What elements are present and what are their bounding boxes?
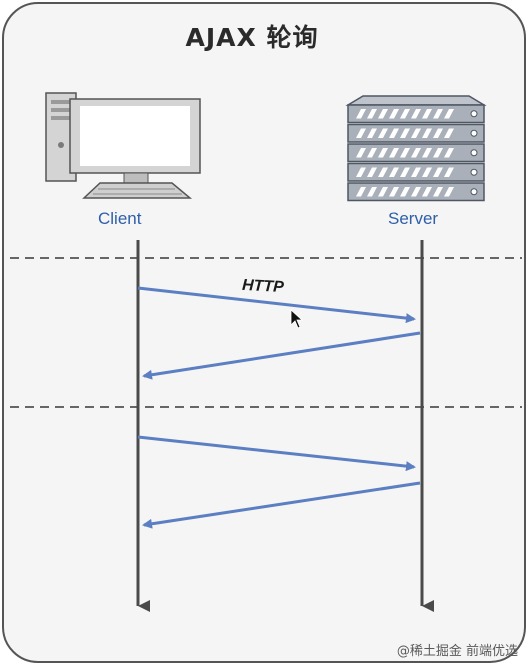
diagram-title: AJAX 轮询 xyxy=(185,23,319,52)
watermark: @稀土掘金 前端优选 xyxy=(396,644,518,659)
mouse-cursor-icon xyxy=(290,309,304,329)
client-label: Client xyxy=(98,209,142,228)
server-label: Server xyxy=(388,209,439,228)
message-arrow-request-2 xyxy=(137,435,416,472)
server-rack-icon xyxy=(345,95,487,202)
http-label: HTTP xyxy=(241,276,285,297)
message-arrow-response-2 xyxy=(142,481,421,529)
message-arrow-response-1 xyxy=(142,331,421,380)
message-arrow-request-1 xyxy=(137,286,416,324)
computer-icon xyxy=(45,92,201,199)
